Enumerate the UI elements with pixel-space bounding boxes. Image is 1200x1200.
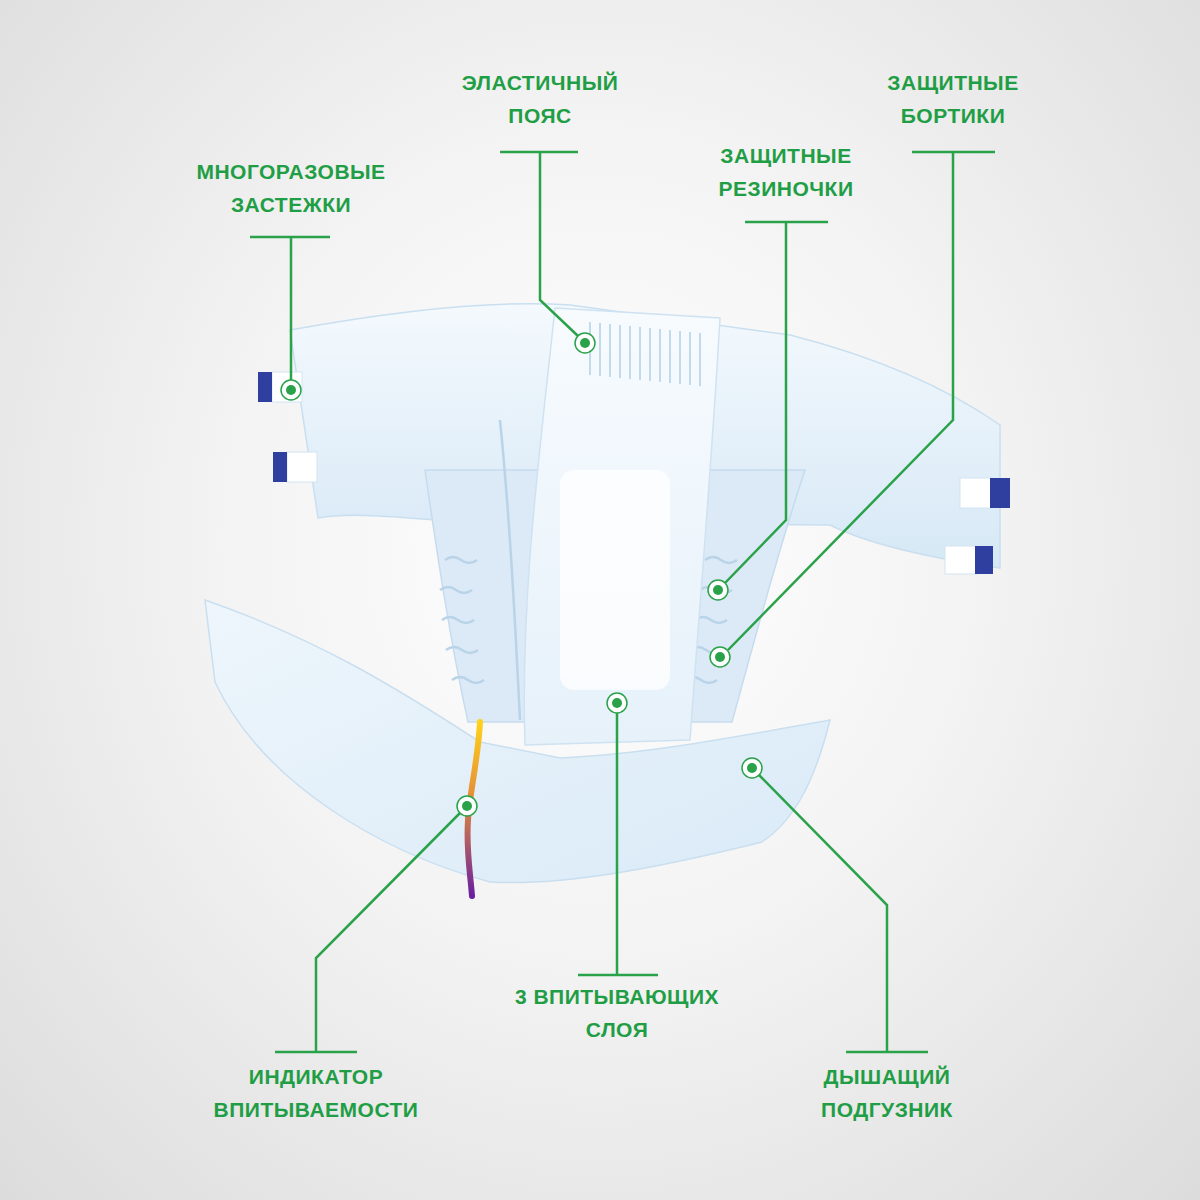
part-label: ИНДИКАТОР ВПИТЫВАЕМОСТИ <box>181 1060 451 1126</box>
callout-dot <box>281 333 762 816</box>
fastener-tab <box>960 478 992 508</box>
absorbent-pad <box>524 308 720 745</box>
fastener-tab <box>945 546 977 574</box>
part-label: ДЫШАЩИЙ ПОДГУЗНИК <box>821 1060 953 1126</box>
part-label: 3 ВПИТЫВАЮЩИХ СЛОЯ <box>497 980 737 1046</box>
fastener-tab <box>272 372 302 402</box>
part-label: ЗАЩИТНЫЕ РЕЗИНОЧКИ <box>719 139 854 205</box>
part-label: ЗАЩИТНЫЕ БОРТИКИ <box>887 66 1018 132</box>
pad-core <box>560 470 670 690</box>
fastener-tab <box>975 546 993 574</box>
elastic-waist <box>590 322 700 386</box>
part-label: МНОГОРАЗОВЫЕ ЗАСТЕЖКИ <box>196 155 385 221</box>
crotch <box>425 470 805 722</box>
fastener-tab <box>273 452 287 482</box>
leader-line <box>250 152 995 1052</box>
fastener-tab <box>287 452 317 482</box>
fastener-tab <box>990 478 1010 508</box>
part-label: ЭЛАСТИЧНЫЙ ПОЯС <box>462 66 619 132</box>
fastener-tab <box>258 372 272 402</box>
